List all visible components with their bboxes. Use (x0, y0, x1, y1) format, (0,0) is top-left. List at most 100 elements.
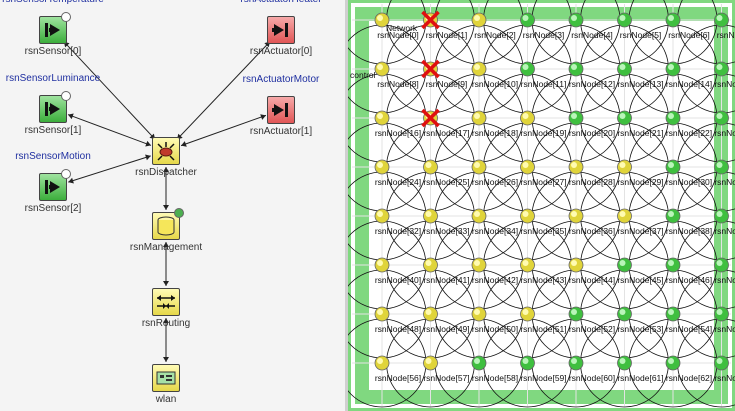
network-panel: rsnNode[0]rsnNode[1]rsnNode[2]rsnNode[3]… (348, 0, 735, 411)
network-node[interactable]: rsnNode[46] (665, 257, 712, 285)
network-node[interactable]: rsnNode[58] (471, 355, 518, 383)
network-node[interactable]: rsnNode[59] (520, 355, 567, 383)
network-node[interactable]: rsnNode[54] (665, 306, 712, 334)
node-label: rsnNode[22] (666, 128, 712, 138)
arrowhead (163, 242, 169, 247)
network-node[interactable]: rsnNode[52] (568, 306, 615, 334)
network-node[interactable]: rsnNode[62] (665, 355, 712, 383)
network-node[interactable]: rsnNode[21] (617, 110, 664, 138)
network-node[interactable]: rsnNode[24] (374, 159, 421, 187)
network-node[interactable]: rsnNode[56] (374, 355, 421, 383)
network-node[interactable]: rsnNode[33] (423, 208, 470, 236)
network-node[interactable]: rsnNode[10] (471, 61, 518, 89)
network-node[interactable]: rsnNode[0] (374, 12, 419, 40)
node-highlight (716, 358, 723, 364)
node-label: rsnNode[60] (569, 373, 615, 383)
network-node[interactable]: rsnNode[25] (423, 159, 470, 187)
network-node[interactable]: rsnNode[27] (520, 159, 567, 187)
network-node[interactable]: rsnNode[57] (423, 355, 470, 383)
node-label: rsnNode[57] (423, 373, 469, 383)
node-highlight (668, 15, 674, 21)
module-dispatcher[interactable]: rsnDispatcher (106, 137, 226, 178)
network-node[interactable]: rsnNode[8] (374, 61, 419, 89)
node-highlight (377, 15, 383, 21)
network-node[interactable]: rsnNode[40] (374, 257, 421, 285)
network-node[interactable]: rsnNode[47] (714, 257, 735, 285)
module-wlan[interactable]: wlan (106, 364, 226, 405)
network-node[interactable]: rsnNode[16] (374, 110, 421, 138)
network-node[interactable]: rsnNode[30] (665, 159, 712, 187)
network-node[interactable]: rsnNode[53] (617, 306, 664, 334)
network-node[interactable]: rsnNode[41] (423, 257, 470, 285)
network-node[interactable]: rsnNode[13] (617, 61, 664, 89)
node-highlight (474, 15, 480, 21)
node-highlight (716, 260, 723, 266)
network-card-icon (152, 364, 180, 392)
node-label: rsnNode[5] (620, 30, 662, 40)
network-node[interactable]: rsnNode[20] (568, 110, 615, 138)
node-label: rsnNode[56] (375, 373, 421, 383)
connection-actuator1-dispatcher (180, 114, 267, 147)
node-label: rsnNode[36] (569, 226, 615, 236)
network-node[interactable]: rsnNode[11] (520, 61, 567, 89)
failed-node-x-icon (421, 10, 440, 30)
network-node[interactable]: rsnNode[29] (617, 159, 664, 187)
node-label: rsnNode[10] (472, 79, 518, 89)
network-node[interactable]: rsnNode[31] (714, 159, 735, 187)
network-node[interactable]: rsnNode[38] (665, 208, 712, 236)
network-node[interactable]: rsnNode[28] (568, 159, 615, 187)
network-node[interactable]: rsnNode[2] (471, 12, 516, 40)
network-node[interactable]: rsnNode[32] (374, 208, 421, 236)
node-highlight (716, 162, 723, 168)
node-label: rsnNode[18] (472, 128, 518, 138)
arrowhead (163, 205, 169, 210)
network-node[interactable]: rsnNode[63] (714, 355, 735, 383)
node-highlight (571, 358, 577, 364)
network-node[interactable]: rsnNode[60] (568, 355, 615, 383)
network-node[interactable]: rsnNode[15] (714, 61, 735, 89)
network-node[interactable]: rsnNode[23] (714, 110, 735, 138)
network-node[interactable]: rsnNode[22] (665, 110, 712, 138)
network-node[interactable]: rsnNode[51] (520, 306, 567, 334)
node-label: rsnNode[50] (472, 324, 518, 334)
network-node[interactable]: rsnNode[7] (714, 12, 735, 40)
network-node[interactable]: rsnNode[61] (617, 355, 664, 383)
network-node[interactable]: rsnNode[55] (714, 306, 735, 334)
network-node[interactable]: rsnNode[39] (714, 208, 735, 236)
module-name-label: rsnSensor[0] (24, 46, 82, 57)
module-diagram-panel: rsnSensorTemperaturersnSensor[0]rsnSenso… (0, 0, 345, 411)
network-node[interactable]: rsnNode[5] (617, 12, 662, 40)
network-node[interactable]: rsnNode[36] (568, 208, 615, 236)
network-node[interactable]: rsnNode[3] (520, 12, 565, 40)
module-routing[interactable]: rsnRouting (106, 288, 226, 329)
module-sensor0[interactable]: rsnSensorTemperaturersnSensor[0] (0, 0, 113, 57)
node-label: rsnNode[30] (666, 177, 712, 187)
network-node[interactable]: rsnNode[4] (568, 12, 613, 40)
network-node[interactable]: rsnNode[19] (520, 110, 567, 138)
module-management[interactable]: rsnManagement (106, 208, 226, 253)
network-node[interactable]: rsnNode[34] (471, 208, 518, 236)
node-label: rsnNode[53] (617, 324, 663, 334)
network-node[interactable]: rsnNode[6] (665, 12, 710, 40)
network-node[interactable]: rsnNode[48] (374, 306, 421, 334)
module-actuator0[interactable]: rsnActuatorHeaterrsnActuator[0] (221, 0, 341, 57)
network-node[interactable]: rsnNode[37] (617, 208, 664, 236)
network-node[interactable]: rsnNode[18] (471, 110, 518, 138)
network-node[interactable]: rsnNode[42] (471, 257, 518, 285)
network-node[interactable]: rsnNode[44] (568, 257, 615, 285)
network-node[interactable]: rsnNode[45] (617, 257, 664, 285)
network-node[interactable]: rsnNode[14] (665, 61, 712, 89)
network-node[interactable]: rsnNode[49] (423, 306, 470, 334)
network-node[interactable]: rsnNode[35] (520, 208, 567, 236)
node-label: rsnNode[23] (714, 128, 735, 138)
node-highlight (571, 211, 577, 217)
panel-divider[interactable] (345, 0, 348, 411)
network-node[interactable]: rsnNode[43] (520, 257, 567, 285)
network-node[interactable]: rsnNode[26] (471, 159, 518, 187)
network-node[interactable]: rsnNode[50] (471, 306, 518, 334)
node-highlight (522, 15, 529, 21)
network-node[interactable]: rsnNode[12] (568, 61, 615, 89)
